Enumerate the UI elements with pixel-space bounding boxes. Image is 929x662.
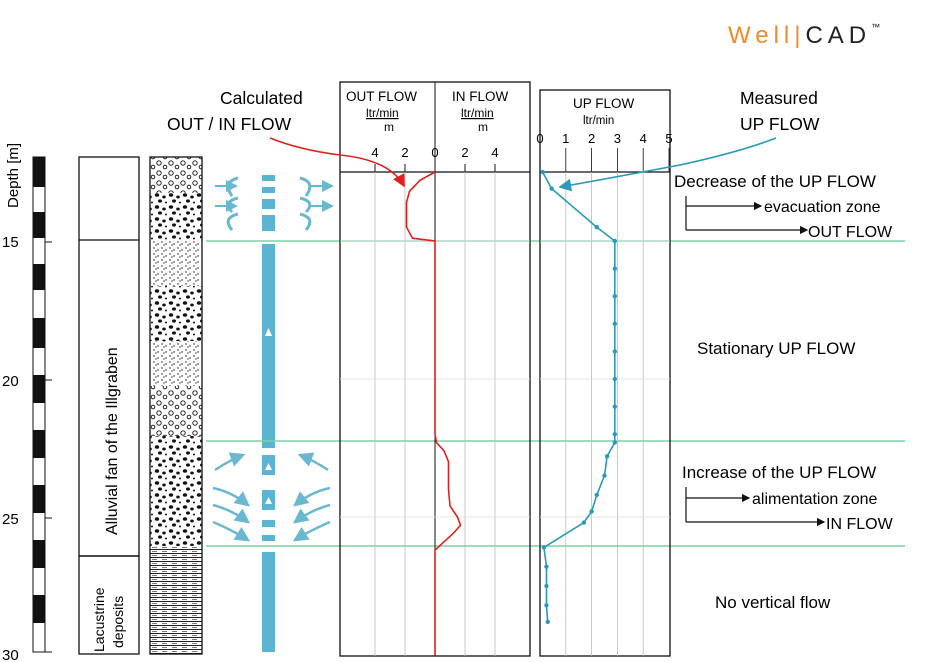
up-flow-point xyxy=(541,545,547,550)
up-flow-grid xyxy=(540,172,670,656)
unit-lacustrine-line2: deposits xyxy=(110,596,126,648)
depth-tick-20: 20 xyxy=(2,373,19,390)
up-flow-point xyxy=(544,583,549,589)
up-flow-point xyxy=(612,238,618,244)
up-flow-tick: 2 xyxy=(588,131,595,146)
up-flow-point xyxy=(544,564,549,569)
borehole-flow-schematic xyxy=(212,175,334,652)
measured-label-1: Measured xyxy=(740,88,818,108)
up-flow-point xyxy=(544,603,549,608)
up-flow-point xyxy=(612,321,618,326)
logo-trademark: ™ xyxy=(871,22,881,32)
increase-label: Increase of the UP FLOW xyxy=(682,463,876,482)
in-flow-tick: 4 xyxy=(491,145,498,160)
calculated-label-2: OUT / IN FLOW xyxy=(167,114,292,134)
up-flow-point xyxy=(545,619,550,625)
out-in-flow-curve xyxy=(405,171,462,655)
unit-alluvial-fan: Alluvial fan of the Illgraben xyxy=(104,347,121,535)
up-flow-point xyxy=(612,376,618,382)
up-flow-tick: 0 xyxy=(536,131,543,146)
in-flow-tick: 2 xyxy=(461,145,468,160)
out-flow-tick: 0 xyxy=(431,145,438,160)
alimentation-label: alimentation zone xyxy=(752,491,878,508)
lithology-column xyxy=(149,156,203,655)
geology-units: Alluvial fan of the Illgraben Lacustrine… xyxy=(78,156,140,655)
up-flow-unit: ltr/min xyxy=(583,115,614,127)
logo-part2: CAD xyxy=(805,22,872,49)
depth-tick-15: 15 xyxy=(2,234,19,251)
no-flow-label: No vertical flow xyxy=(715,593,831,612)
calculated-label-1: Calculated xyxy=(220,88,303,108)
logo-part1: Well xyxy=(728,22,795,49)
in-flow-unit-bottom: m xyxy=(478,120,488,134)
up-flow-point xyxy=(594,225,599,230)
up-flow-point xyxy=(604,454,610,459)
unit-lacustrine-line1: Lacustrine xyxy=(91,587,107,652)
up-flow-title: UP FLOW xyxy=(573,96,635,111)
depth-tick-30: 30 xyxy=(2,647,19,662)
out-flow-unit-bottom: m xyxy=(384,120,394,134)
up-flow-tick: 3 xyxy=(614,131,621,146)
up-flow-point xyxy=(612,404,618,409)
depth-tick-25: 25 xyxy=(2,511,19,528)
depth-axis-label: Depth [m] xyxy=(5,143,22,208)
measured-arrow xyxy=(558,137,777,192)
out-flow-tick: 4 xyxy=(371,145,378,160)
stationary-label: Stationary UP FLOW xyxy=(697,339,855,358)
in-flow-unit-top: ltr/min xyxy=(461,106,494,120)
zone-annotations: Decrease of the UP FLOW evacuation zone … xyxy=(674,172,894,612)
up-flow-point xyxy=(602,473,607,478)
wellcad-logo: Well|CAD™ xyxy=(728,22,881,49)
up-flow-ticks: 0 1 2 3 4 5 xyxy=(536,131,673,172)
up-flow-point xyxy=(540,169,545,175)
up-flow-point xyxy=(589,509,594,514)
up-flow-tick: 5 xyxy=(665,131,672,146)
measured-label-2: UP FLOW xyxy=(740,114,820,134)
up-flow-point xyxy=(612,294,618,299)
evacuation-label: evacuation zone xyxy=(764,199,881,216)
depth-scale-bar xyxy=(32,156,52,653)
decrease-label: Decrease of the UP FLOW xyxy=(674,172,876,191)
up-flow-track: UP FLOW ltr/min 0 1 2 3 4 5 xyxy=(536,89,673,657)
up-flow-points xyxy=(540,169,618,625)
up-flow-tick: 1 xyxy=(562,131,569,146)
up-flow-point xyxy=(549,186,554,191)
up-flow-point xyxy=(612,440,618,445)
out-flow-label: OUT FLOW xyxy=(808,224,893,241)
callouts: Calculated OUT / IN FLOW Measured UP FLO… xyxy=(167,88,820,192)
flow-ticks: 4 2 0 2 4 xyxy=(371,145,499,172)
calculated-arrow xyxy=(269,137,405,188)
up-flow-point xyxy=(594,492,599,498)
out-in-flow-track: OUT FLOW IN FLOW ltr/min ltr/min m m 4 2 0… xyxy=(339,81,531,657)
up-flow-point xyxy=(612,432,618,437)
out-flow-tick: 2 xyxy=(401,145,408,160)
up-flow-point xyxy=(612,266,618,271)
up-flow-point xyxy=(612,349,618,354)
up-flow-tick: 4 xyxy=(640,131,647,146)
up-flow-curve xyxy=(541,171,616,622)
in-flow-label: IN FLOW xyxy=(826,516,894,533)
out-flow-title: OUT FLOW xyxy=(346,89,417,104)
out-flow-unit-top: ltr/min xyxy=(366,106,399,120)
up-flow-point xyxy=(581,520,587,525)
in-flow-title: IN FLOW xyxy=(452,89,509,104)
